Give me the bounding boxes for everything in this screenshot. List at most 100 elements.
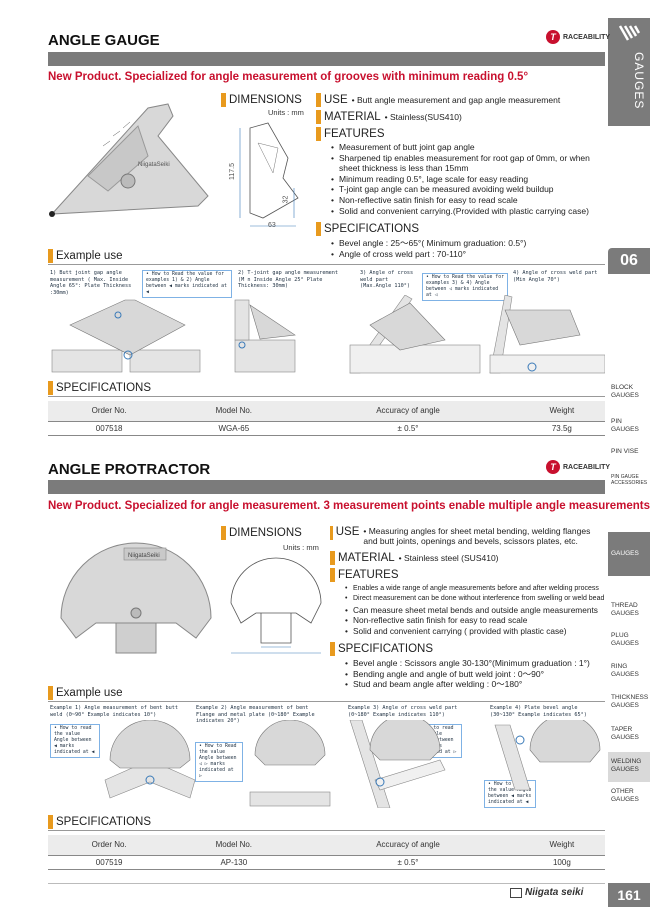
spec-table-label-1: SPECIFICATIONS: [48, 381, 151, 395]
dim-height: 117.5: [229, 163, 236, 180]
side-tab-label: GAUGES: [632, 52, 646, 110]
feature-item: Non-reflective satin finish for easy to …: [345, 615, 605, 626]
material-label-1: MATERIAL• Stainless(SUS410): [316, 110, 462, 124]
nav-welding-gauges[interactable]: WELDING GAUGES: [608, 752, 650, 782]
nav-thickness-gauges[interactable]: THICKNESS GAUGES: [611, 694, 649, 709]
angle-protractor-dimension-drawing: [226, 553, 326, 663]
example-label-2: Example use: [48, 686, 122, 700]
spec-table-rule-2: [48, 830, 605, 831]
feature-item: Direct measurement can be done without i…: [345, 594, 605, 605]
example-rule-1: [48, 264, 605, 265]
brand-logo-icon: [510, 887, 522, 898]
angle-protractor-photo: NiigataSeiki: [56, 528, 216, 656]
angle-protractor-subtitle: New Product. Specialized for angle measu…: [48, 500, 650, 512]
spec-item: Stud and beam angle after welding : 0～18…: [345, 679, 605, 690]
nav-block-gauges[interactable]: BLOCK GAUGES: [611, 384, 639, 399]
dim-width: 63: [268, 222, 276, 229]
spec-item: Bending angle and angle of butt weld joi…: [345, 669, 605, 680]
feature-item: Sharpened tip enables measurement for ro…: [331, 153, 603, 174]
example-caption: Example 3) Angle of cross weld part (0~1…: [348, 705, 458, 718]
use-label-1: USE• Butt angle measurement and gap angl…: [316, 93, 560, 107]
col-model-no: Model No.: [170, 835, 298, 856]
angle-gauge-dimension-drawing: 117.5 63 32: [228, 118, 308, 238]
features-list-2: Enables a wide range of angle measuremen…: [345, 584, 605, 636]
traceability-icon: T: [546, 460, 560, 474]
section-bar: [48, 480, 605, 494]
use-label-2: USE• Measuring angles for sheet metal be…: [330, 526, 605, 546]
dimensions-label-1: DIMENSIONS: [221, 93, 302, 107]
nav-gauges-active[interactable]: GAUGES: [608, 532, 650, 576]
how-to-read-note: • How to Read the value for examples 1) …: [142, 270, 232, 298]
page-number: 161: [608, 883, 650, 907]
spec-table-1: Order No. Model No. Accuracy of angle We…: [48, 401, 605, 436]
how-to-read-note: • How to read the value Angle between ◀ …: [484, 780, 536, 808]
col-weight: Weight: [518, 835, 605, 856]
feature-item: Solid and convenient carrying.(Provided …: [331, 206, 603, 217]
nav-pin-gauges[interactable]: PIN GAUGES: [611, 418, 639, 433]
example-rule-2: [48, 701, 605, 702]
how-to-read-note: • How to read the value Angle between ◀ …: [50, 724, 100, 758]
table-row: 007519 AP-130 ± 0.5° 100g: [48, 855, 605, 870]
svg-text:NiigataSeiki: NiigataSeiki: [138, 162, 170, 168]
nav-other-gauges[interactable]: OTHER GAUGES: [611, 788, 639, 803]
angle-gauge-title: ANGLE GAUGE: [48, 32, 160, 49]
nav-pin-gauge-accessories[interactable]: PIN GAUGE ACCESSORIES: [611, 474, 648, 486]
brand-logo: Niigata seiki: [510, 887, 583, 898]
example-caption: 2) T-joint gap angle measurement (M n In…: [238, 270, 338, 290]
example-caption: Example 1) Angle measurement of bent but…: [50, 705, 179, 718]
side-tab: GAUGES: [608, 18, 650, 126]
spec-table-label-2: SPECIFICATIONS: [48, 815, 151, 829]
gauges-logo-icon: [618, 24, 641, 42]
spec-item: Angle of cross weld part : 70-110°: [331, 249, 603, 260]
example-label-1: Example use: [48, 249, 122, 263]
nav-thread-gauges[interactable]: THREAD GAUGES: [611, 602, 639, 617]
feature-item: Minimum reading 0.5°, lage scale for eas…: [331, 174, 603, 185]
table-header-row: Order No. Model No. Accuracy of angle We…: [48, 835, 605, 856]
how-to-read-note: • How to Read the value for examples 3) …: [422, 273, 508, 301]
features-label-1: FEATURES: [316, 127, 385, 141]
spec-label-1: SPECIFICATIONS: [316, 222, 419, 236]
spec-table-2: Order No. Model No. Accuracy of angle We…: [48, 835, 605, 870]
spec-item: Bevel angle : 25～65°( Minimum graduation…: [331, 238, 603, 249]
col-model-no: Model No.: [170, 401, 298, 422]
feature-item: Measurement of butt joint gap angle: [331, 142, 603, 153]
table-row: 007518 WGA-65 ± 0.5° 73.5g: [48, 421, 605, 436]
nav-plug-gauges[interactable]: PLUG GAUGES: [611, 632, 639, 647]
spec-list-1: Bevel angle : 25～65°( Minimum graduation…: [331, 238, 603, 259]
example-illustration-1: [50, 294, 606, 377]
features-label-2: FEATURES: [330, 568, 399, 582]
spec-table-rule-1: [48, 396, 605, 397]
feature-item: T-joint gap angle can be measured avoidi…: [331, 184, 603, 195]
table-header-row: Order No. Model No. Accuracy of angle We…: [48, 401, 605, 422]
example-caption: 1) Butt joint gap angle measurement ( Ma…: [50, 270, 132, 296]
example-caption: Example 4) Plate bevel angle (30~130° Ex…: [490, 705, 587, 718]
col-order-no: Order No.: [48, 835, 171, 856]
col-accuracy: Accuracy of angle: [297, 401, 519, 422]
example-caption: 3) Angle of cross weld part (Max.Angle 1…: [360, 270, 414, 290]
feature-item: Solid and convenient carrying ( provided…: [345, 626, 605, 637]
units-1: Units : mm: [268, 108, 304, 117]
how-to-read-note: • How to Read the value Angle between ◁ …: [195, 742, 243, 782]
example-caption: 4) Angle of cross weld part (Min Angle 7…: [513, 270, 598, 283]
nav-taper-gauges[interactable]: TAPER GAUGES: [611, 726, 639, 741]
traceability-badge: T RACEABILITY: [546, 460, 610, 474]
material-label-2: MATERIAL• Stainless steel (SUS410): [330, 551, 499, 565]
example-caption: Example 2) Angle measurement of bent Fla…: [196, 705, 315, 725]
svg-text:NiigataSeiki: NiigataSeiki: [128, 553, 160, 559]
dimensions-label-2: DIMENSIONS: [221, 526, 302, 540]
spec-item: Bevel angle : Scissors angle 30-130°(Min…: [345, 658, 605, 669]
example-illustration-2: [50, 714, 605, 809]
footer-rule: [48, 883, 605, 884]
dim-small: 32: [282, 195, 290, 204]
units-2: Units : mm: [283, 543, 319, 552]
features-list-1: Measurement of butt joint gap angle Shar…: [331, 142, 603, 216]
traceability-badge: T RACEABILITY: [546, 30, 610, 44]
spec-label-2: SPECIFICATIONS: [330, 642, 433, 656]
nav-ring-gauges[interactable]: RING GAUGES: [611, 663, 639, 678]
col-order-no: Order No.: [48, 401, 171, 422]
angle-gauge-photo: NiigataSeiki: [48, 96, 213, 231]
feature-item: Enables a wide range of angle measuremen…: [345, 584, 605, 595]
nav-pin-vise[interactable]: PIN VISE: [611, 448, 639, 455]
feature-item: Non-reflective satin finish for easy to …: [331, 195, 603, 206]
traceability-icon: T: [546, 30, 560, 44]
